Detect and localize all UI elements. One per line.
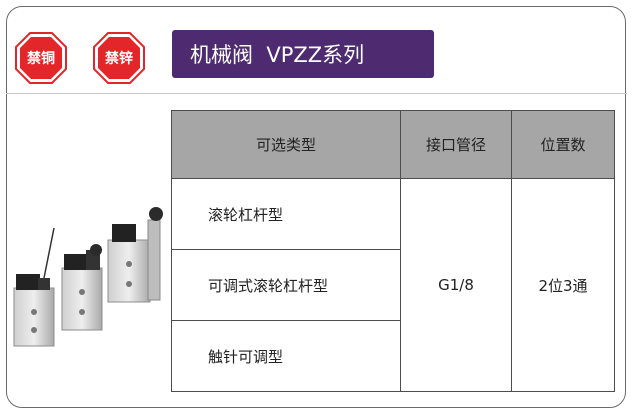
type-cell: 滚轮杠杆型 [171, 178, 401, 250]
column-header-positions: 位置数 [511, 110, 615, 179]
type-cell: 可调式滚轮杠杆型 [171, 249, 401, 321]
badge-label: 禁锌 [105, 51, 133, 67]
type-cell: 触针可调型 [171, 320, 401, 392]
table-row: 滚轮杠杆型 G1/8 2位3通 [171, 178, 615, 392]
table-row: 可调式滚轮杠杆型 [171, 249, 615, 321]
spec-table: 可选类型 接口管径 位置数 滚轮杠杆型 G1/8 2位3通 可调式滚轮杠杆型 触… [171, 110, 615, 392]
badge-label: 禁铜 [27, 51, 55, 67]
positions-cell: 2位3通 [511, 178, 615, 392]
column-header-port: 接口管径 [400, 110, 512, 179]
table-header-row: 可选类型 接口管径 位置数 [171, 110, 615, 179]
zinc-free-badge-icon: 禁锌 [92, 31, 146, 85]
mechanical-valve-product-illustration [13, 207, 163, 347]
header-divider [6, 93, 627, 94]
port-size-cell: G1/8 [400, 178, 512, 392]
copper-free-badge-icon: 禁铜 [14, 31, 68, 85]
table-row: 触针可调型 [171, 320, 615, 392]
column-header-type: 可选类型 [171, 110, 401, 179]
page-title: 机械阀 VPZZ系列 [172, 30, 434, 78]
